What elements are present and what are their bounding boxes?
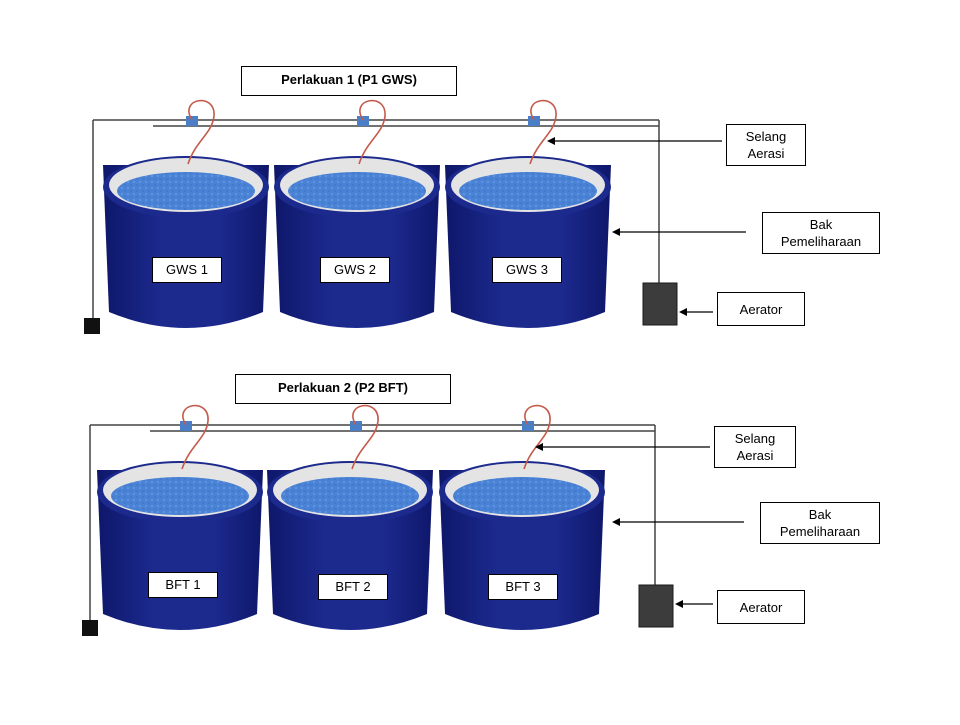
tank-water — [281, 477, 419, 515]
tank-water — [288, 172, 426, 210]
air-valve — [350, 421, 362, 431]
panel-1-tank-3-label: GWS 3 — [492, 257, 562, 283]
panel-2-tank-callout-line1: Bak — [808, 507, 832, 522]
air-valve — [180, 421, 192, 431]
panel-2-tank-2 — [267, 461, 433, 630]
panel-1-hose-callout-line1: Selang — [745, 129, 787, 144]
panel-2-hose-callout: Selang Aerasi — [714, 426, 796, 468]
panel-2-hose-callout-line1: Selang — [734, 431, 776, 446]
panel-1-tank-callout-line2: Pemeliharaan — [780, 234, 862, 249]
panel-2-tank-3-label: BFT 3 — [488, 574, 558, 600]
aeration-hose — [187, 99, 215, 165]
panel-1-aerator-callout: Aerator — [717, 292, 805, 326]
aeration-hose — [529, 99, 557, 165]
aeration-hose — [351, 404, 379, 470]
aerator-box — [642, 282, 678, 326]
panel-1-tank-3 — [445, 156, 611, 328]
panel-2-tank-1-label: BFT 1 — [148, 572, 218, 598]
air-valve — [528, 116, 540, 126]
aeration-hose — [181, 404, 209, 470]
panel-2-aerator-callout: Aerator — [717, 590, 805, 624]
panel-1-title: Perlakuan 1 (P1 GWS) — [241, 66, 457, 96]
tank-callout-arrow-head — [612, 228, 620, 236]
weight-block — [84, 318, 100, 334]
panel-2-tank-3 — [439, 461, 605, 630]
panel-2-artwork — [82, 404, 744, 636]
aerator-box — [638, 584, 674, 628]
panel-1-hose-callout-line2: Aerasi — [747, 146, 785, 161]
air-valve — [186, 116, 198, 126]
tank-water — [111, 477, 249, 515]
hose-callout-arrow-head — [547, 137, 555, 145]
aerator-callout-arrow-head — [675, 600, 683, 608]
panel-1-tank-1 — [103, 156, 269, 328]
panel-1-tank-1-label: GWS 1 — [152, 257, 222, 283]
tank-water — [453, 477, 591, 515]
tank-water — [117, 172, 255, 210]
air-valve — [522, 421, 534, 431]
panel-2-hose-callout-line2: Aerasi — [736, 448, 774, 463]
panel-1-hose-callout: Selang Aerasi — [726, 124, 806, 166]
panel-1-tank-callout-line1: Bak — [809, 217, 833, 232]
aerator-callout-arrow-head — [679, 308, 687, 316]
air-valve — [357, 116, 369, 126]
weight-block — [82, 620, 98, 636]
panel-2-tank-1 — [97, 461, 263, 630]
aeration-hose — [523, 404, 551, 470]
panel-2-title: Perlakuan 2 (P2 BFT) — [235, 374, 451, 404]
panel-1-tank-2 — [274, 156, 440, 328]
tank-callout-arrow-head — [612, 518, 620, 526]
panel-2-tank-callout: Bak Pemeliharaan — [760, 502, 880, 544]
panel-1-tank-2-label: GWS 2 — [320, 257, 390, 283]
panel-1-artwork — [84, 99, 746, 334]
panel-1-tank-callout: Bak Pemeliharaan — [762, 212, 880, 254]
panel-2-tank-callout-line2: Pemeliharaan — [779, 524, 861, 539]
panel-2-tank-2-label: BFT 2 — [318, 574, 388, 600]
tank-water — [459, 172, 597, 210]
hose-callout-arrow-head — [535, 443, 543, 451]
aeration-hose — [358, 99, 386, 165]
